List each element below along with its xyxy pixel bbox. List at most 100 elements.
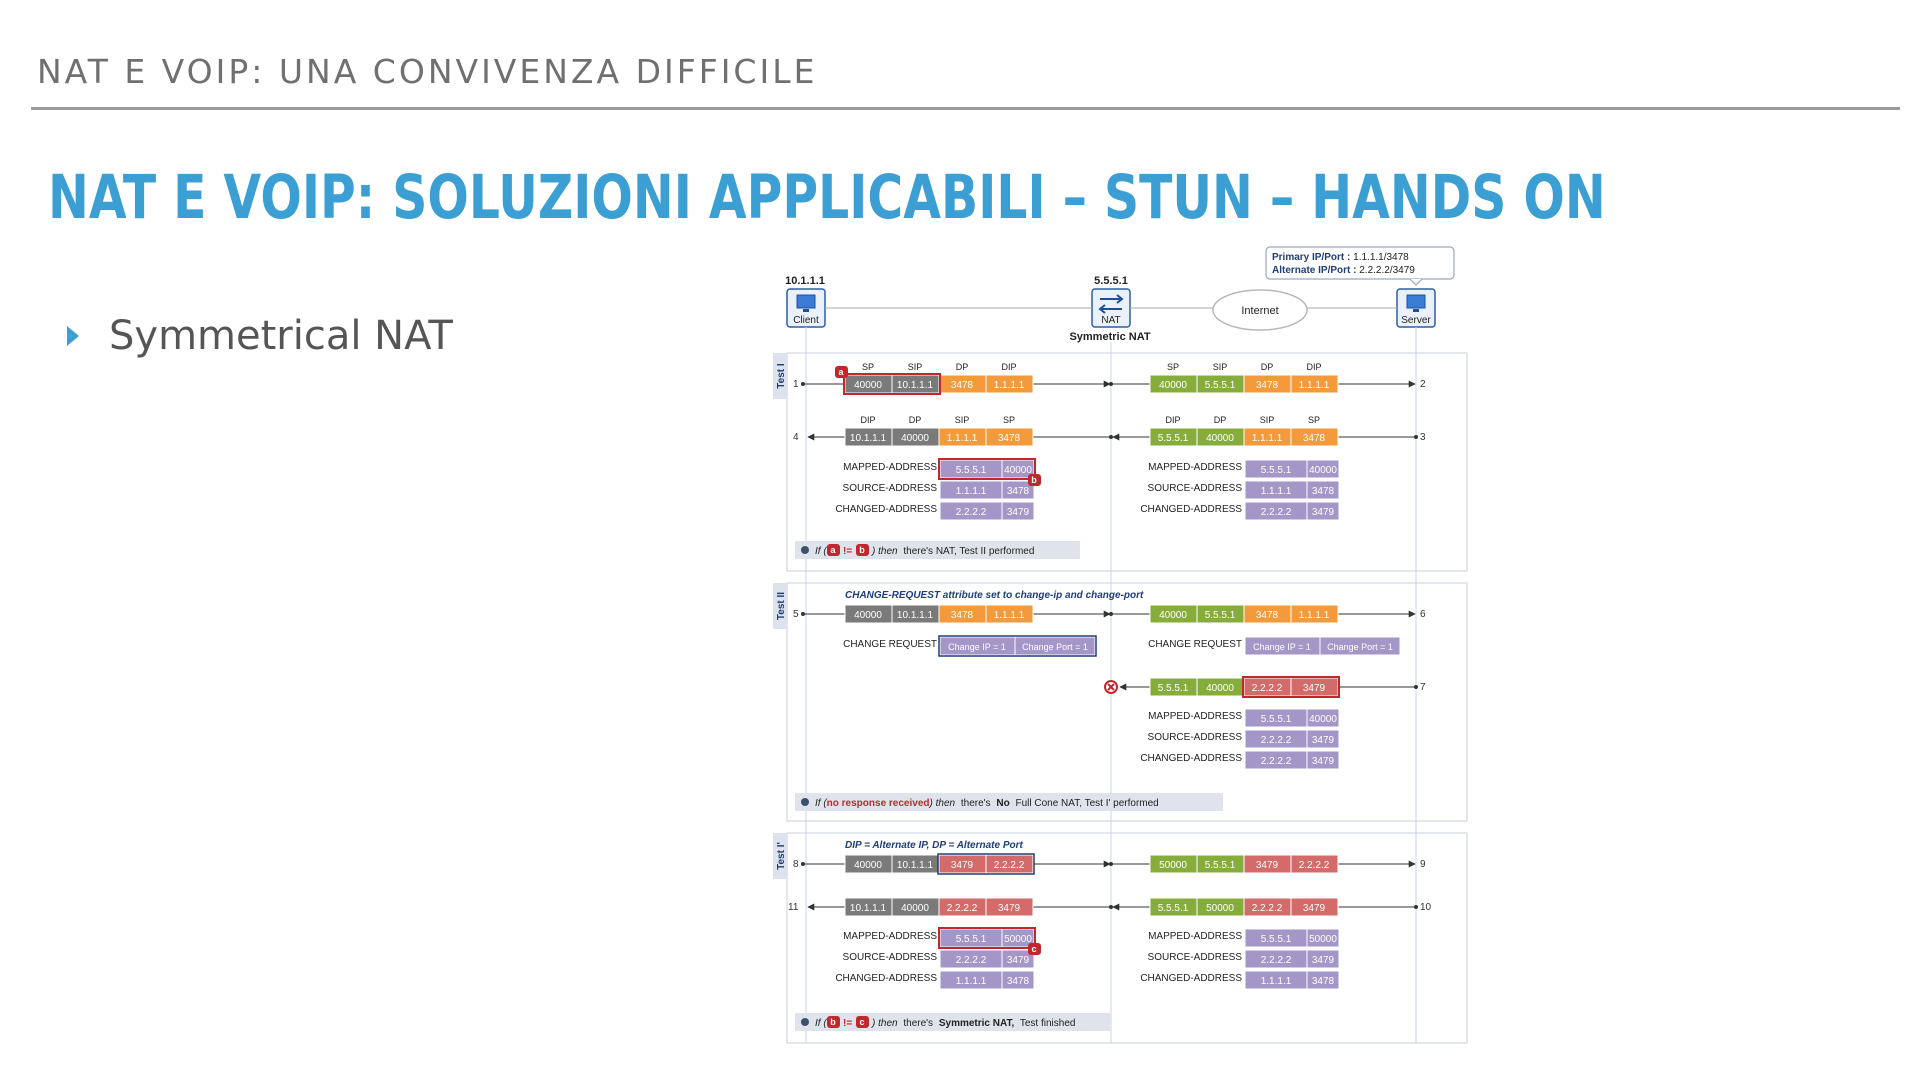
svg-text:MAPPED-ADDRESS: MAPPED-ADDRESS: [1148, 711, 1242, 722]
svg-text:50000: 50000: [1004, 934, 1032, 945]
marker-b: b: [1028, 474, 1041, 486]
packet-row-1: 40000 10.1.1.1 3478 1.1.1.1: [843, 373, 1034, 395]
svg-text:Change Port = 1: Change Port = 1: [1022, 642, 1088, 652]
nat-label: NAT: [1101, 315, 1120, 326]
svg-text:MAPPED-ADDRESS: MAPPED-ADDRESS: [1148, 931, 1242, 942]
change-request-left: CHANGE REQUEST Change IP = 1 Change Port…: [843, 635, 1097, 657]
server-label: Server: [1401, 315, 1431, 326]
svg-text:SOURCE-ADDRESS: SOURCE-ADDRESS: [843, 952, 938, 963]
cell-sp: 3478: [1303, 433, 1326, 444]
mapped-address-label: MAPPED-ADDRESS: [1148, 462, 1242, 473]
svg-text:1.1.1.1: 1.1.1.1: [1299, 610, 1330, 621]
cell-sp: 40000: [854, 380, 882, 391]
marker-c: c: [1028, 943, 1041, 955]
mapped-port: 40000: [1309, 465, 1337, 476]
test-2-note: If (no response received) then there's N…: [795, 793, 1223, 811]
step-11: 11: [788, 902, 799, 913]
note-bullet-icon: [801, 546, 809, 554]
changed-address-label: CHANGED-ADDRESS: [835, 504, 937, 515]
svg-text:SOURCE-ADDRESS: SOURCE-ADDRESS: [1148, 732, 1243, 743]
source-ip: 1.1.1.1: [956, 486, 987, 497]
svg-text:40000: 40000: [1309, 714, 1337, 725]
svg-text:CHANGE REQUEST: CHANGE REQUEST: [1148, 639, 1242, 650]
server-node: Server: [1396, 288, 1436, 328]
computer-icon: [1406, 294, 1426, 312]
svg-text:50000: 50000: [1206, 903, 1234, 914]
step-8: 8: [793, 859, 799, 870]
svg-text:2.2.2.2: 2.2.2.2: [1261, 756, 1292, 767]
alternate-ip-value: 2.2.2.2/3479: [1359, 265, 1415, 276]
header-sp: SP: [1003, 415, 1015, 425]
svg-text:3479: 3479: [1312, 756, 1335, 767]
changed-port: 3479: [1007, 507, 1030, 518]
svg-text:1.1.1.1: 1.1.1.1: [994, 610, 1025, 621]
svg-text:3479: 3479: [1303, 903, 1326, 914]
source-address-label: SOURCE-ADDRESS: [843, 483, 938, 494]
svg-text:3479: 3479: [1303, 683, 1326, 694]
mapped-port: 40000: [1004, 465, 1032, 476]
svg-text:Alternate IP/Port : 2.2.: Alternate IP/Port : 2.2.2.2/3479: [1272, 265, 1415, 276]
test-1-note: If ( a != b ) then there's NAT, Test II …: [795, 541, 1080, 559]
svg-text:40000: 40000: [854, 610, 882, 621]
svg-text:CHANGED-ADDRESS: CHANGED-ADDRESS: [835, 973, 937, 984]
source-ip: 1.1.1.1: [1261, 486, 1292, 497]
svg-text:5.5.5.1: 5.5.5.1: [1158, 683, 1189, 694]
blocked-x-icon: [1104, 680, 1118, 694]
server-info-box: Primary IP/Port : 1.1.1.1/3478 Alternate…: [1265, 246, 1455, 286]
source-address-label: SOURCE-ADDRESS: [1148, 483, 1243, 494]
svg-text:2.2.2.2: 2.2.2.2: [1261, 955, 1292, 966]
test-3-section: Test I' DIP = Alternate IP, DP = Alterna…: [773, 832, 1468, 1044]
step-6: 6: [1420, 609, 1426, 620]
test-1-left-attributes: MAPPED-ADDRESS 5.5.5.1 40000 SOURCE-ADDR…: [835, 458, 1036, 521]
test-3-tab: Test I': [776, 842, 787, 870]
test-2-section: Test II CHANGE-REQUEST attribute set to …: [773, 582, 1468, 822]
packet-row-4: 10.1.1.1 40000 1.1.1.1 3478: [844, 427, 1034, 447]
changed-ip: 2.2.2.2: [956, 507, 987, 518]
svg-text:1.1.1.1: 1.1.1.1: [1261, 976, 1292, 987]
client-ip: 10.1.1.1: [785, 275, 825, 287]
header-sip: SIP: [1260, 415, 1275, 425]
cell-dp: 3478: [951, 380, 974, 391]
cell-sp: 3478: [998, 433, 1021, 444]
packet-row-6: 40000 5.5.5.1 3478 1.1.1.1: [1149, 604, 1339, 624]
source-port: 3478: [1312, 486, 1335, 497]
svg-text:b: b: [1031, 475, 1037, 485]
svg-text:10.1.1.1: 10.1.1.1: [897, 860, 934, 871]
cell-dip: 5.5.5.1: [1158, 433, 1189, 444]
nat-ip: 5.5.5.1: [1094, 275, 1128, 287]
svg-text:SOURCE-ADDRESS: SOURCE-ADDRESS: [1148, 952, 1243, 963]
svg-text:Change Port = 1: Change Port = 1: [1327, 642, 1393, 652]
svg-text:2.2.2.2: 2.2.2.2: [1252, 903, 1283, 914]
svg-text:Primary IP/Port : 1.1.1.: Primary IP/Port : 1.1.1.1/3478: [1272, 252, 1409, 263]
svg-text:a: a: [838, 367, 844, 377]
svg-text:10.1.1.1: 10.1.1.1: [850, 903, 887, 914]
header-sip: SIP: [908, 362, 923, 372]
svg-text:2.2.2.2: 2.2.2.2: [956, 955, 987, 966]
svg-text:CHANGE REQUEST: CHANGE REQUEST: [843, 639, 937, 650]
svg-text:5.5.5.1: 5.5.5.1: [956, 934, 987, 945]
svg-text:5.5.5.1: 5.5.5.1: [1205, 610, 1236, 621]
note-bullet-icon: [801, 1018, 809, 1026]
changed-address-label: CHANGED-ADDRESS: [1140, 504, 1242, 515]
test-1-tab: Test I: [776, 363, 787, 389]
cell-dip: 1.1.1.1: [1299, 380, 1330, 391]
packet-row-11: 10.1.1.1 40000 2.2.2.2 3479: [844, 897, 1034, 917]
cell-dip: 10.1.1.1: [850, 433, 887, 444]
svg-text:5.5.5.1: 5.5.5.1: [1158, 903, 1189, 914]
cell-sp: 40000: [1159, 380, 1187, 391]
svg-text:2.2.2.2: 2.2.2.2: [1252, 683, 1283, 694]
section-title: NAT E VOIP: UNA CONVIVENZA DIFFICILE: [37, 52, 818, 91]
svg-text:) then there's: ) then there's Symmetric NAT, Test finis…: [871, 1018, 1075, 1029]
step-9: 9: [1420, 859, 1426, 870]
cell-sip: 5.5.5.1: [1205, 380, 1236, 391]
svg-text:If (no response received) then: If (no response received) then there's N…: [815, 798, 1159, 809]
svg-text:2.2.2.2: 2.2.2.2: [947, 903, 978, 914]
step-1: 1: [793, 379, 799, 390]
svg-text:) then there's NAT, Te: ) then there's NAT, Test II performed: [871, 546, 1034, 557]
header-sip: SIP: [955, 415, 970, 425]
svg-text:CHANGED-ADDRESS: CHANGED-ADDRESS: [1140, 973, 1242, 984]
svg-text:3479: 3479: [998, 903, 1021, 914]
cell-sip: 10.1.1.1: [897, 380, 934, 391]
internet-label: Internet: [1241, 305, 1278, 317]
client-node: 10.1.1.1 Client: [785, 275, 826, 328]
